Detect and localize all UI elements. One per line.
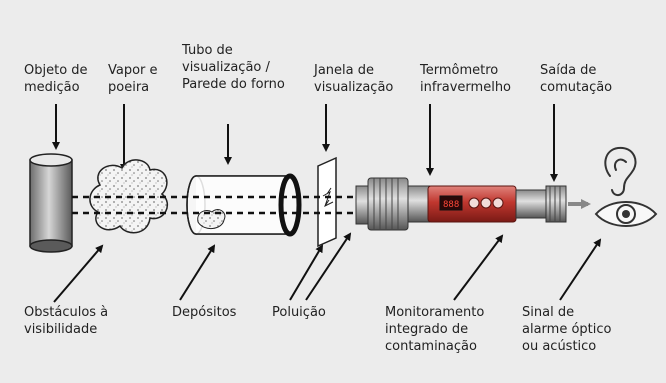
arrow-contamination: [453, 234, 504, 301]
arrow-pollution-2: [305, 232, 352, 301]
arrow-alarm: [559, 238, 602, 301]
label-vapor-dust: Vapor e poeira: [108, 63, 158, 95]
deposit-blob: [197, 209, 226, 229]
label-pollution: Poluição: [272, 305, 326, 320]
ir-thermometer: 888: [355, 177, 567, 231]
sight-tube: [186, 173, 302, 237]
label-obstacles: Obstáculos à visibilidade: [24, 305, 109, 337]
arrow-deposits: [179, 244, 216, 301]
arrow-pollution-1: [289, 244, 324, 301]
ear-icon: [604, 146, 637, 196]
label-switch-output: Saída de comutação: [540, 63, 613, 95]
label-deposits: Depósitos: [172, 305, 237, 320]
label-alarm-signal: Sinal de alarme óptico ou acústico: [522, 305, 612, 354]
label-measurement-object: Objeto de medição: [24, 63, 88, 95]
svg-text:888: 888: [443, 200, 459, 210]
eye-icon: [594, 201, 658, 227]
beam-lines: [72, 195, 360, 215]
view-window: [317, 156, 337, 248]
label-ir-thermometer: Termômetro infravermelho: [420, 63, 512, 95]
label-view-window: Janela de visualização: [314, 63, 394, 95]
measurement-cylinder: [29, 153, 73, 253]
label-sight-tube: Tubo de visualização / Parede do forno: [182, 43, 285, 92]
label-contamination-monitoring: Monitoramento integrado de contaminação: [385, 305, 485, 354]
arrow-obstacles: [53, 244, 104, 303]
